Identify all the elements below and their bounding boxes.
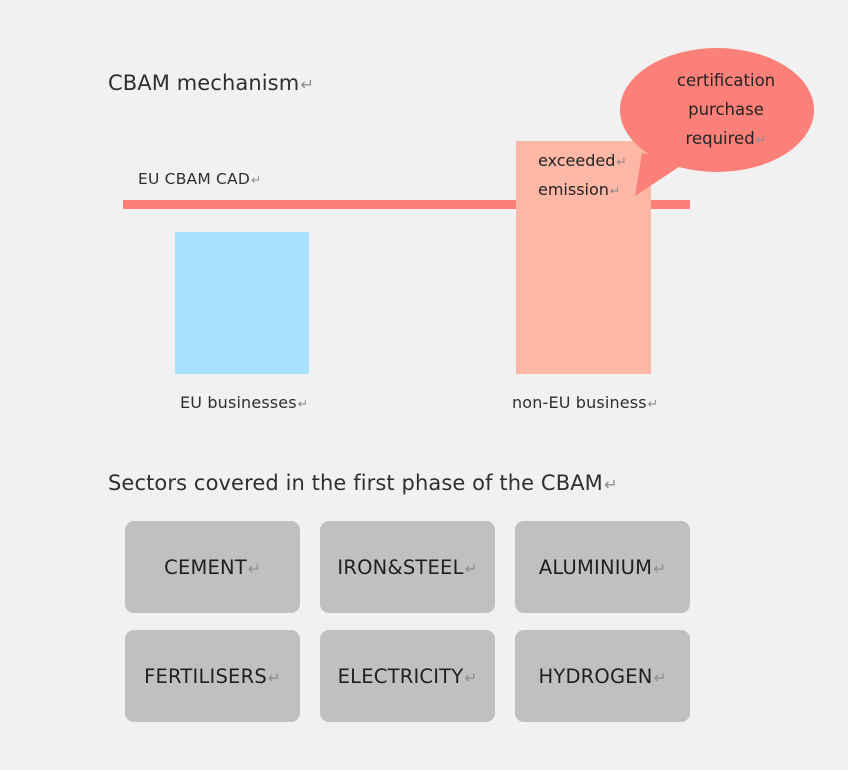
sector-label-text: HYDROGEN [538,664,653,688]
sector-row: FERTILISERS↵ ELECTRICITY↵ HYDROGEN↵ [125,630,691,722]
exceeded-line-2-text: emission [538,180,609,199]
bar-caption-eu-businesses: EU businesses↵ [180,393,308,412]
callout-line-1: certification [676,71,776,90]
sector-box-aluminium[interactable]: ALUMINIUM↵ [515,521,690,613]
bar-caption-non-eu-business: non-EU business↵ [512,393,658,412]
return-mark-icon: ↵ [247,559,261,578]
return-mark-icon: ↵ [464,668,478,687]
sector-label: HYDROGEN↵ [538,665,666,688]
return-mark-icon: ↵ [297,396,309,411]
exceeded-line-2: emission↵ [538,176,627,205]
return-mark-icon: ↵ [609,183,621,198]
bar-caption-eu-businesses-text: EU businesses [180,393,297,412]
callout-bubble: certification purchase required↵ [612,28,840,208]
return-mark-icon: ↵ [653,668,667,687]
return-mark-icon: ↵ [300,75,315,94]
page-title: CBAM mechanism↵ [108,71,314,95]
return-mark-icon: ↵ [755,133,767,148]
exceeded-line-1-text: exceeded [538,151,616,170]
sector-box-electricity[interactable]: ELECTRICITY↵ [320,630,495,722]
callout-bubble-shape [620,48,814,196]
exceeded-emission-label: exceeded↵ emission↵ [538,147,627,205]
return-mark-icon: ↵ [267,668,281,687]
sector-grid: CEMENT↵ IRON&STEEL↵ ALUMINIUM↵ FERTILISE… [125,521,691,739]
sector-label: ALUMINIUM↵ [539,556,666,579]
threshold-label: EU CBAM CAD↵ [138,170,261,188]
sector-box-hydrogen[interactable]: HYDROGEN↵ [515,630,690,722]
sector-box-fertilisers[interactable]: FERTILISERS↵ [125,630,300,722]
sector-label: CEMENT↵ [164,556,261,579]
sector-label: ELECTRICITY↵ [338,665,478,688]
callout-bubble-text: certification purchase required↵ [626,66,826,155]
return-mark-icon: ↵ [251,173,262,187]
bar-caption-non-eu-business-text: non-EU business [512,393,647,412]
page-title-text: CBAM mechanism [108,71,300,95]
sector-label-text: IRON&STEEL [337,555,464,579]
bar-non-eu-business [516,141,651,374]
sectors-title-text: Sectors covered in the first phase of th… [108,471,603,495]
sector-label: IRON&STEEL↵ [337,556,477,579]
sector-row: CEMENT↵ IRON&STEEL↵ ALUMINIUM↵ [125,521,691,613]
bar-eu-businesses [175,232,309,374]
return-mark-icon: ↵ [653,559,667,578]
exceeded-line-1: exceeded↵ [538,147,627,176]
sectors-title: Sectors covered in the first phase of th… [108,471,618,495]
return-mark-icon: ↵ [603,475,618,494]
sector-box-iron-steel[interactable]: IRON&STEEL↵ [320,521,495,613]
return-mark-icon: ↵ [647,396,659,411]
callout-line-3-text: required [685,129,755,148]
threshold-line [123,200,690,209]
sector-label: FERTILISERS↵ [144,665,281,688]
callout-line-2: purchase [688,100,764,119]
sector-label-text: FERTILISERS [144,664,267,688]
sector-box-cement[interactable]: CEMENT↵ [125,521,300,613]
return-mark-icon: ↵ [464,559,478,578]
threshold-label-text: EU CBAM CAD [138,170,250,188]
sector-label-text: ALUMINIUM [538,555,653,579]
sector-label-text: CEMENT [164,555,247,579]
sector-label-text: ELECTRICITY [337,664,464,688]
return-mark-icon: ↵ [616,154,627,169]
callout-line-3: required↵ [626,124,826,155]
